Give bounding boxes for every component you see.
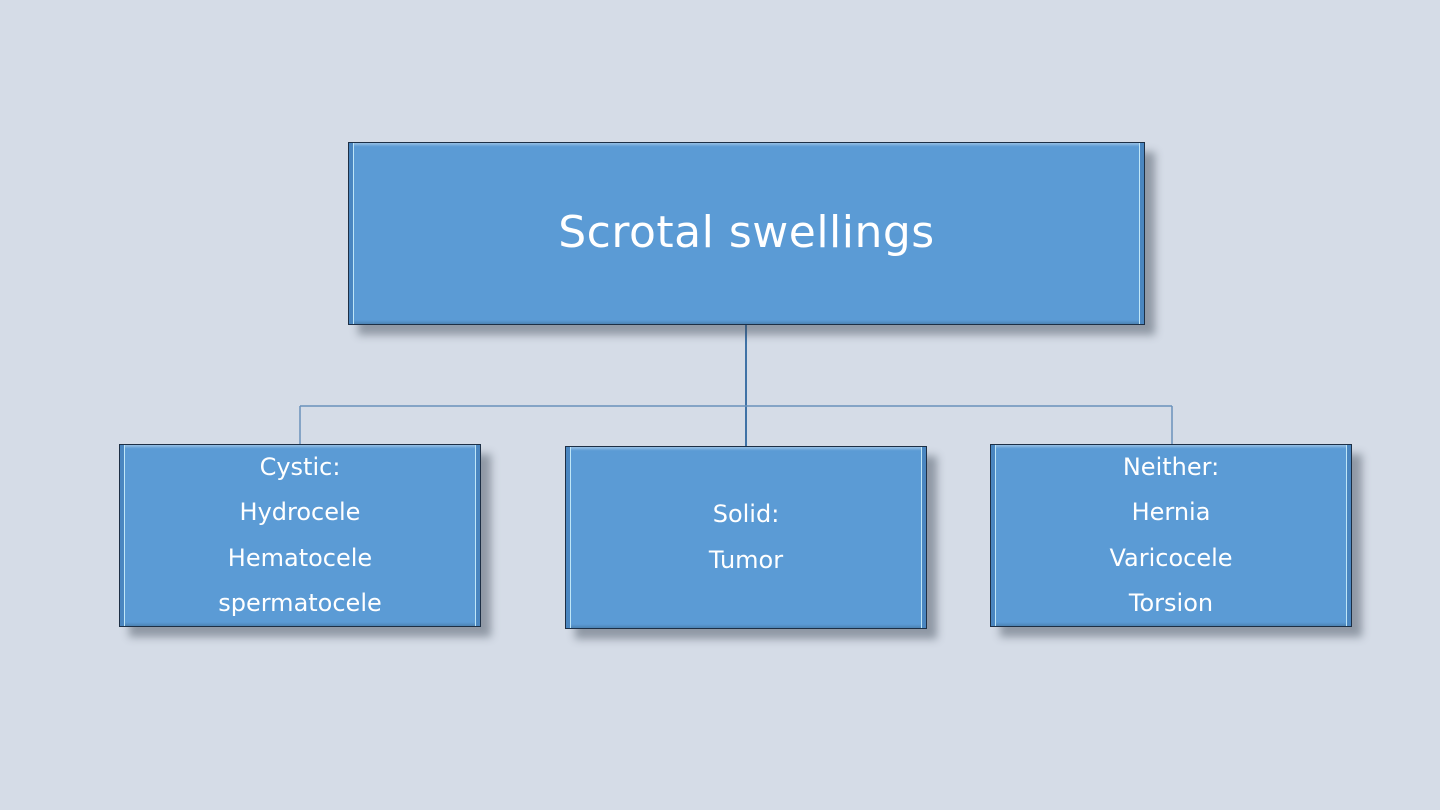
child-node-item: spermatocele: [218, 589, 382, 617]
child-node-item: Torsion: [1128, 589, 1214, 617]
root-node-title: Scrotal swellings: [558, 207, 935, 258]
child-node-cystic: Cystic: Hydrocele Hematocele spermatocel…: [119, 444, 481, 627]
child-node-neither: Neither: Hernia Varicocele Torsion: [990, 444, 1352, 627]
child-node-heading: Cystic:: [259, 452, 341, 481]
root-node-scrotal-swellings: Scrotal swellings: [348, 142, 1145, 325]
child-node-item: Hernia: [1131, 498, 1211, 526]
child-node-item: Hydrocele: [239, 498, 361, 526]
child-node-item: Varicocele: [1109, 543, 1233, 572]
child-node-heading: Solid:: [712, 500, 780, 528]
child-node-item: Hematocele: [227, 543, 373, 572]
child-node-solid: Solid: Tumor: [565, 446, 927, 629]
child-node-item: Tumor: [708, 545, 784, 574]
child-node-heading: Neither:: [1122, 452, 1220, 481]
